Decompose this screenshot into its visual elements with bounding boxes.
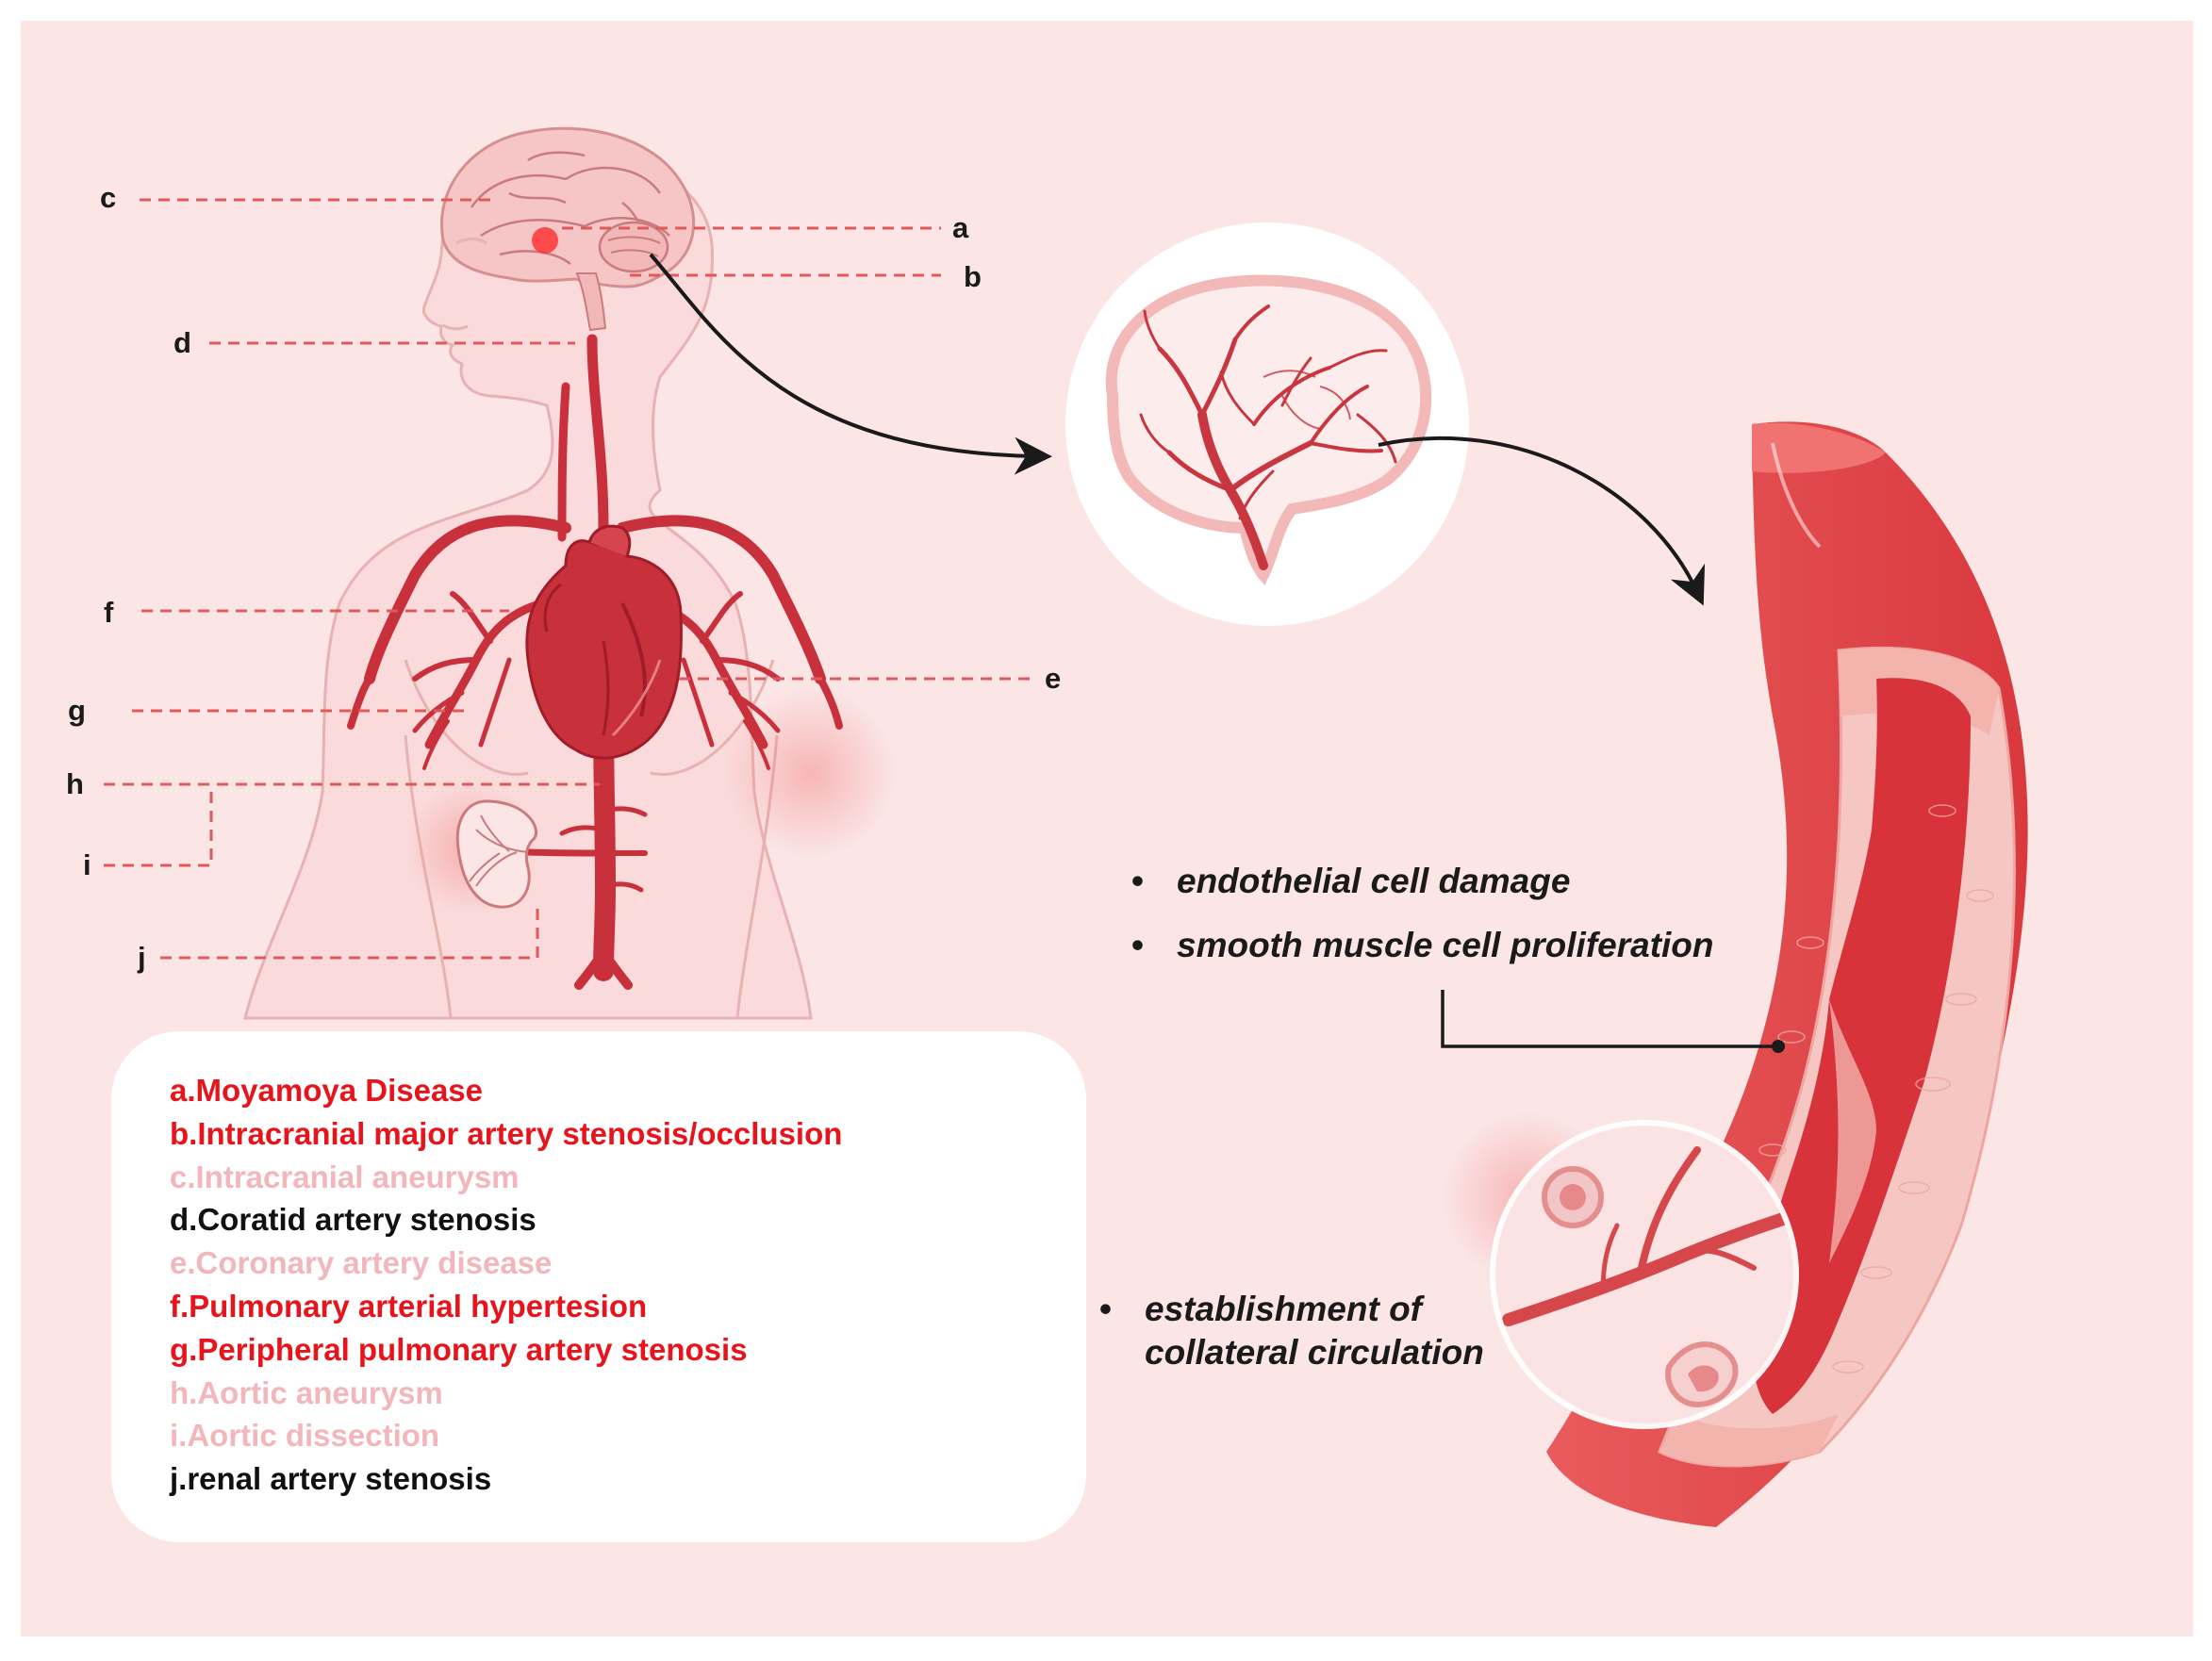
marker-a: a (952, 211, 969, 244)
legend-item-h: h.Aortic aneurysm (170, 1374, 443, 1410)
chest-glow (726, 688, 896, 858)
collateral-vessel-magnifier (1490, 1120, 1799, 1429)
brain-vessel-magnifier (1065, 222, 1469, 626)
face-profile (442, 238, 487, 331)
legend-list: a.Moyamoya Disease b.Intracranial major … (170, 1069, 842, 1501)
arrow-magnifier-to-artery (1378, 436, 1706, 606)
marker-j: j (138, 941, 146, 974)
marker-f: f (104, 596, 114, 629)
marker-b: b (964, 260, 982, 293)
legend-item-a: a.Moyamoya Disease (170, 1073, 484, 1108)
heart (525, 524, 683, 760)
bullet-endothelial-text: endothelial cell damage (1177, 862, 1571, 900)
legend-item-g: g.Peripheral pulmonary artery stenosis (170, 1331, 748, 1367)
marker-e: e (1045, 662, 1062, 695)
legend-item-i: i.Aortic dissection (170, 1418, 440, 1454)
bullet-collateral-line2: collateral circulation (1145, 1333, 1484, 1372)
marker-d: d (173, 326, 191, 359)
legend-item-f: f.Pulmonary arterial hypertesion (170, 1288, 648, 1324)
legend-item-e: e.Coronary artery disease (170, 1245, 553, 1281)
legend-item-b: b.Intracranial major artery stenosis/occ… (170, 1115, 843, 1151)
legend-item-c: c.Intracranial aneurysm (170, 1159, 520, 1194)
bullet-dot: • (1099, 1290, 1112, 1328)
arrow-brain-to-magnifier (649, 253, 1052, 475)
marker-g: g (68, 694, 86, 727)
line-i (104, 784, 213, 867)
legend-item-j: j.renal artery stenosis (170, 1461, 492, 1497)
marker-h: h (66, 767, 84, 800)
arterial-tree (347, 334, 843, 990)
legend-item-d: d.Coratid artery stenosis (170, 1202, 536, 1238)
kidney (455, 799, 538, 909)
brain (440, 126, 696, 332)
bullet-dot: • (1131, 862, 1144, 900)
annotation-lines (104, 198, 1035, 960)
bullet-endothelial: • endothelial cell damage (1131, 862, 1848, 909)
bullet-smooth-muscle-text: smooth muscle cell proliferation (1177, 926, 1714, 964)
marker-i: i (83, 848, 91, 881)
bullet-collateral-line1: establishment of (1145, 1290, 1422, 1328)
marker-c: c (100, 181, 117, 214)
bullet-collateral: • establishment of collateral circulatio… (1099, 1290, 1533, 1384)
legend-box (111, 1031, 1086, 1542)
bullet-smooth-muscle: • smooth muscle cell proliferation (1131, 926, 1848, 973)
proliferation-pointer (1441, 990, 1785, 1053)
line-j (160, 905, 539, 960)
bullet-dot: • (1131, 926, 1144, 964)
human-body-silhouette (243, 156, 813, 1020)
